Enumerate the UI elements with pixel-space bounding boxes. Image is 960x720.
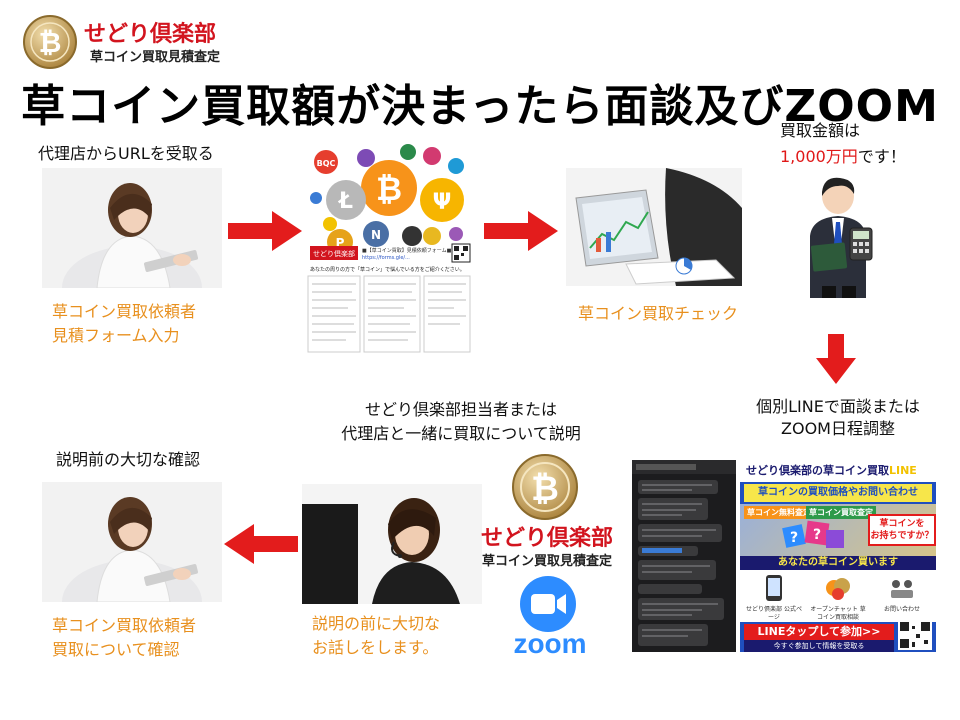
final-label: 草コイン買取依頼者 買取について確認: [52, 616, 197, 659]
promo-title: せどり倶楽部の草コイン買取LINE: [740, 460, 936, 482]
promo-callout: 草コインを お持ちですか？: [868, 514, 936, 546]
price-text: 買取金額は 1,000万円です！: [780, 121, 906, 166]
bitcoin-icon: ₿: [512, 454, 578, 520]
line-promo-card: せどり倶楽部の草コイン買取LINE 草コインの買取価格やお問い合わせ 草コイン無…: [740, 460, 936, 652]
promo-icon-openchat[interactable]: オープンチャット 草コイン買取相談: [810, 574, 866, 622]
promo-cta-sub: 今すぐ参加して情報を受取る: [744, 640, 894, 652]
qr-code-icon[interactable]: [898, 620, 932, 650]
businessman-illustration: [796, 174, 886, 298]
zoom-wordmark: zoom: [513, 628, 587, 659]
smartphone-icon: [766, 575, 782, 601]
middle-logo-subtitle: 草コイン買取見積査定: [481, 554, 612, 569]
svg-text:Ł: Ł: [338, 189, 353, 214]
svg-text:₿: ₿: [39, 26, 62, 59]
arrow-right-icon: [228, 211, 302, 251]
arrow-down-icon: [816, 334, 856, 384]
promo-badge-free: 草コイン無料査定: [744, 506, 814, 519]
middle-label: 説明の前に大切な お話しをします。: [312, 614, 441, 657]
middle-logo-name: せどり倶楽部: [480, 526, 613, 551]
svg-text:₿: ₿: [376, 170, 402, 208]
promo-visual: 草コイン無料査定 草コイン買取査定 ? ? 草コインを お持ちですか？: [740, 504, 936, 556]
header-logo: ₿ せどり倶楽部 草コイン買取見積査定: [22, 14, 232, 69]
promo-icons: せどり倶楽部 公式ページ オープンチャット 草コイン買取相談 お問い合わせ: [740, 570, 936, 622]
form-logo-text: せどり倶楽部: [313, 249, 355, 258]
arrow-right-icon: [484, 211, 558, 251]
final-caption: 説明前の大切な確認: [56, 450, 201, 469]
promo-subtitle: 草コインの買取価格やお問い合わせ: [744, 484, 932, 502]
client-photo-1: [42, 168, 222, 288]
form-heading: ■【草コイン買取】見積依頼フォーム■: [362, 247, 452, 254]
svg-text:?: ?: [790, 530, 798, 546]
promo-badge-purchase: 草コイン買取査定: [806, 506, 876, 519]
coin-label-n: N: [371, 228, 381, 242]
schedule-text: 個別LINEで面談または ZOOM日程調整: [756, 397, 920, 438]
arrow-left-icon: [224, 524, 298, 564]
meeting-icon: [891, 580, 913, 598]
svg-text:?: ?: [813, 527, 821, 543]
promo-icon-contact[interactable]: お問い合わせ: [874, 574, 930, 614]
form-url: https://forms.gle/...: [362, 255, 410, 261]
promo-cta-button[interactable]: LINEタップして参加>>: [744, 624, 894, 640]
page-title: 草コイン買取額が決まったら面談及びZOOM: [21, 81, 939, 132]
coin-label-p: P: [336, 236, 345, 250]
price-amount: 1,000万円: [780, 147, 858, 166]
step1-label: 草コイン買取依頼者 見積フォーム入力: [52, 302, 197, 345]
logo-name: せどり倶楽部: [84, 22, 217, 47]
form-note: あなたの周りの方で「草コイン」で悩んでいる方をご紹介ください。: [310, 266, 465, 273]
middle-caption: せどり倶楽部担当者または 代理店と一緒に買取について説明: [341, 400, 581, 443]
question-cube-icon: ? ?: [782, 520, 844, 548]
operator-photo: [302, 484, 482, 604]
coins-icon: [826, 578, 850, 600]
promo-banner: あなたの草コイン買います: [740, 556, 936, 570]
step3-label: 草コイン買取チェック: [578, 304, 739, 323]
svg-text:₿: ₿: [531, 469, 559, 509]
coin-label-bqc: BQC: [317, 159, 336, 168]
svg-text:Ψ: Ψ: [433, 190, 452, 215]
logo-subtitle: 草コイン買取見積査定: [90, 50, 221, 65]
estimate-form-card: ₿ Ł Ψ BQC P N せどり倶楽部 ■【草コイン買取】見積依頼フォーム■ …: [304, 138, 474, 354]
client-photo-2: [42, 482, 222, 602]
zoom-icon: [520, 576, 576, 632]
bitcoin-icon: ₿: [23, 15, 77, 69]
promo-icon-official[interactable]: せどり倶楽部 公式ページ: [746, 574, 802, 622]
step1-caption: 代理店からURLを受取る: [38, 144, 214, 163]
check-photo: [566, 168, 742, 286]
line-chat-screenshot: [632, 460, 736, 652]
